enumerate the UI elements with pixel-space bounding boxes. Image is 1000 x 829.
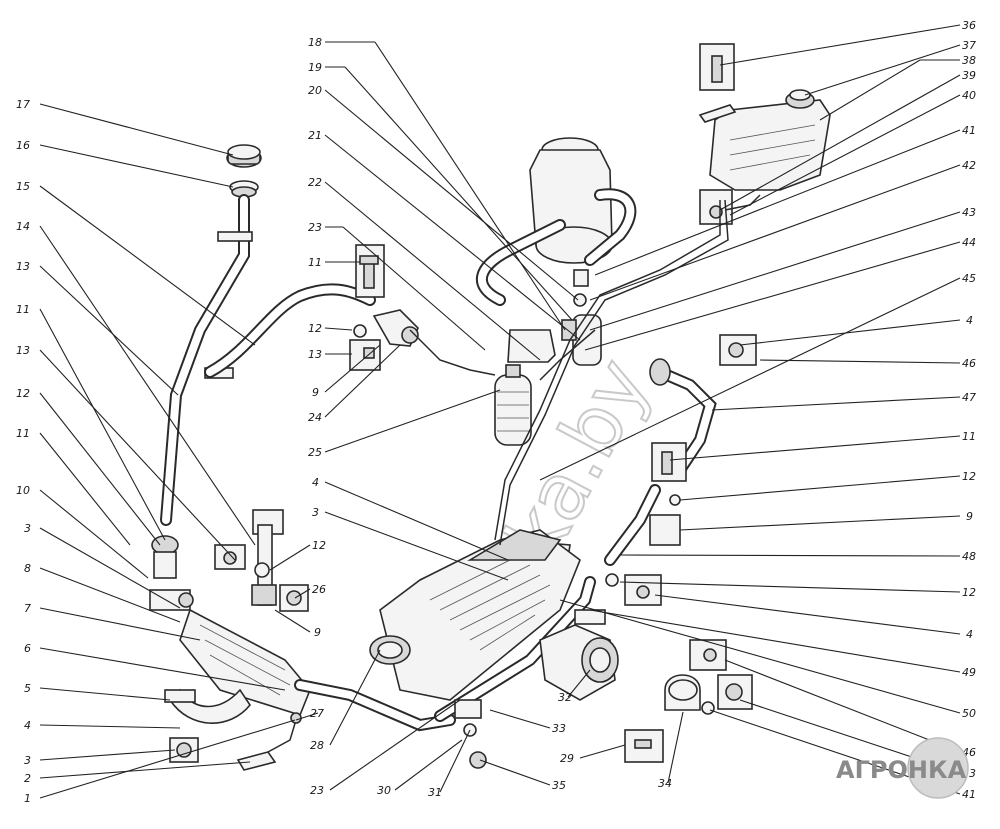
- clamp-assembly: [624, 639, 753, 763]
- fuel-filter: [494, 329, 556, 446]
- filler-neck-assembly: [151, 144, 262, 579]
- label-38: 38: [962, 54, 976, 67]
- label-3: 3: [24, 522, 31, 535]
- label-17: 17: [16, 98, 30, 111]
- label-36: 36: [962, 19, 976, 32]
- label-31: 31: [428, 786, 442, 799]
- label-42: 42: [962, 159, 976, 172]
- label-12: 12: [312, 539, 326, 552]
- label-27: 27: [310, 707, 324, 720]
- label-20: 20: [308, 84, 322, 97]
- label-14: 14: [16, 220, 30, 233]
- agronka-logo: АГРОНКА: [836, 737, 969, 799]
- part-number-labels: 17 16 15 14 13 11 13 12 11 10 3 8 7 6 5 …: [16, 19, 976, 805]
- label-11: 11: [962, 430, 976, 443]
- label-16: 16: [16, 139, 30, 152]
- label-5: 5: [24, 682, 31, 695]
- label-13: 13: [308, 348, 322, 361]
- label-41: 41: [962, 788, 976, 801]
- label-4: 4: [24, 719, 31, 732]
- label-18: 18: [308, 36, 322, 49]
- label-3: 3: [24, 754, 31, 767]
- label-9: 9: [966, 510, 973, 523]
- label-30: 30: [377, 784, 391, 797]
- bracket-middle-left: [214, 509, 309, 612]
- label-10: 10: [16, 484, 30, 497]
- label-37: 37: [962, 39, 976, 52]
- muffler: [149, 589, 311, 763]
- label-46: 46: [962, 357, 976, 370]
- label-9: 9: [312, 386, 319, 399]
- label-9: 9: [314, 626, 321, 639]
- exhaust-pipe: [294, 576, 596, 769]
- label-12: 12: [308, 322, 322, 335]
- label-4: 4: [966, 314, 973, 327]
- bolt-group-upper: [349, 244, 419, 371]
- label-25: 25: [308, 446, 322, 459]
- label-4: 4: [966, 628, 973, 641]
- label-2: 2: [24, 772, 31, 785]
- label-12: 12: [16, 387, 30, 400]
- label-19: 19: [308, 61, 322, 74]
- label-22: 22: [308, 176, 322, 189]
- label-11: 11: [16, 303, 30, 316]
- label-49: 49: [962, 666, 976, 679]
- label-50: 50: [962, 707, 976, 720]
- label-40: 40: [962, 89, 976, 102]
- return-pipe: [604, 334, 757, 606]
- label-12: 12: [962, 586, 976, 599]
- label-11: 11: [308, 256, 322, 269]
- label-24: 24: [308, 411, 322, 424]
- fuel-pump: [561, 269, 602, 366]
- label-8: 8: [24, 562, 31, 575]
- label-34: 34: [658, 777, 672, 790]
- label-3: 3: [312, 506, 319, 519]
- fuel-lines: [409, 194, 761, 546]
- label-6: 6: [24, 642, 31, 655]
- label-15: 15: [16, 180, 30, 193]
- label-33: 33: [552, 722, 566, 735]
- label-39: 39: [962, 69, 976, 82]
- pump-unit: [539, 609, 619, 701]
- label-4: 4: [312, 476, 319, 489]
- label-13: 13: [16, 344, 30, 357]
- vent-hose: [204, 283, 376, 378]
- label-43: 43: [962, 206, 976, 219]
- air-cleaner: [475, 137, 637, 306]
- label-32: 32: [558, 691, 572, 704]
- leader-lines: [39, 24, 961, 799]
- label-23: 23: [310, 784, 324, 797]
- label-26: 26: [312, 583, 326, 596]
- label-11: 11: [16, 427, 30, 440]
- label-44: 44: [962, 236, 976, 249]
- label-7: 7: [24, 602, 31, 615]
- expansion-tank: [698, 43, 831, 225]
- label-47: 47: [962, 391, 976, 404]
- label-29: 29: [560, 752, 574, 765]
- label-1: 1: [24, 792, 31, 805]
- label-23: 23: [308, 221, 322, 234]
- label-21: 21: [308, 129, 322, 142]
- label-41: 41: [962, 124, 976, 137]
- label-48: 48: [962, 550, 976, 563]
- svg-text:АГРОНКА: АГРОНКА: [836, 756, 967, 784]
- label-13: 13: [16, 260, 30, 273]
- label-12: 12: [962, 470, 976, 483]
- fuel-tank: [369, 529, 581, 701]
- label-35: 35: [552, 779, 566, 792]
- label-45: 45: [962, 272, 976, 285]
- label-28: 28: [310, 739, 324, 752]
